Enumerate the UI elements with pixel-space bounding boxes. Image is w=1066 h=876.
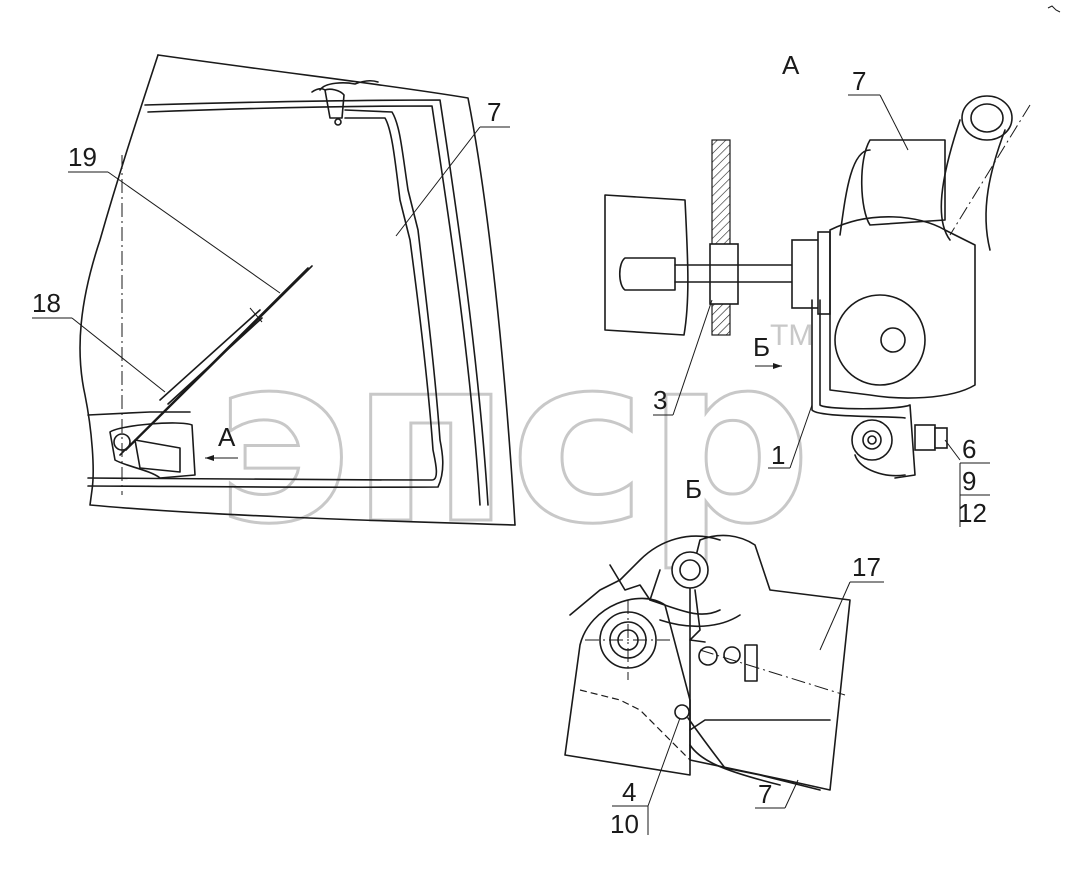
view-a-assembly [604,95,1031,479]
callout-17: 17 [852,552,881,582]
cab-window-view [79,54,516,526]
watermark: эпср TM [214,307,814,577]
watermark-text: эпср [215,308,811,575]
callout-1: 1 [771,440,785,470]
section-b-arrow-label: Б [753,332,770,362]
watermark-tm: TM [770,319,813,352]
callout-6: 6 [962,434,976,464]
leader-lines [32,94,990,835]
view-a-title: А [782,50,800,80]
callout-7-bottom: 7 [758,779,772,809]
callout-7-left: 7 [487,97,501,127]
callout-10: 10 [610,809,639,839]
callout-7-view: 7 [852,66,866,96]
view-a-arrow-label: А [218,422,236,452]
view-b-assembly [564,534,851,791]
callout-labels: 19 18 7 А А 7 Б 3 1 6 9 12 Б 17 4 10 7 [32,50,987,839]
callout-4: 4 [622,777,636,807]
corner-mark [1047,5,1061,13]
callout-9: 9 [962,466,976,496]
view-b-title: Б [685,474,702,504]
callout-3: 3 [653,385,667,415]
callout-19: 19 [68,142,97,172]
callout-12: 12 [958,498,987,528]
callout-18: 18 [32,288,61,318]
